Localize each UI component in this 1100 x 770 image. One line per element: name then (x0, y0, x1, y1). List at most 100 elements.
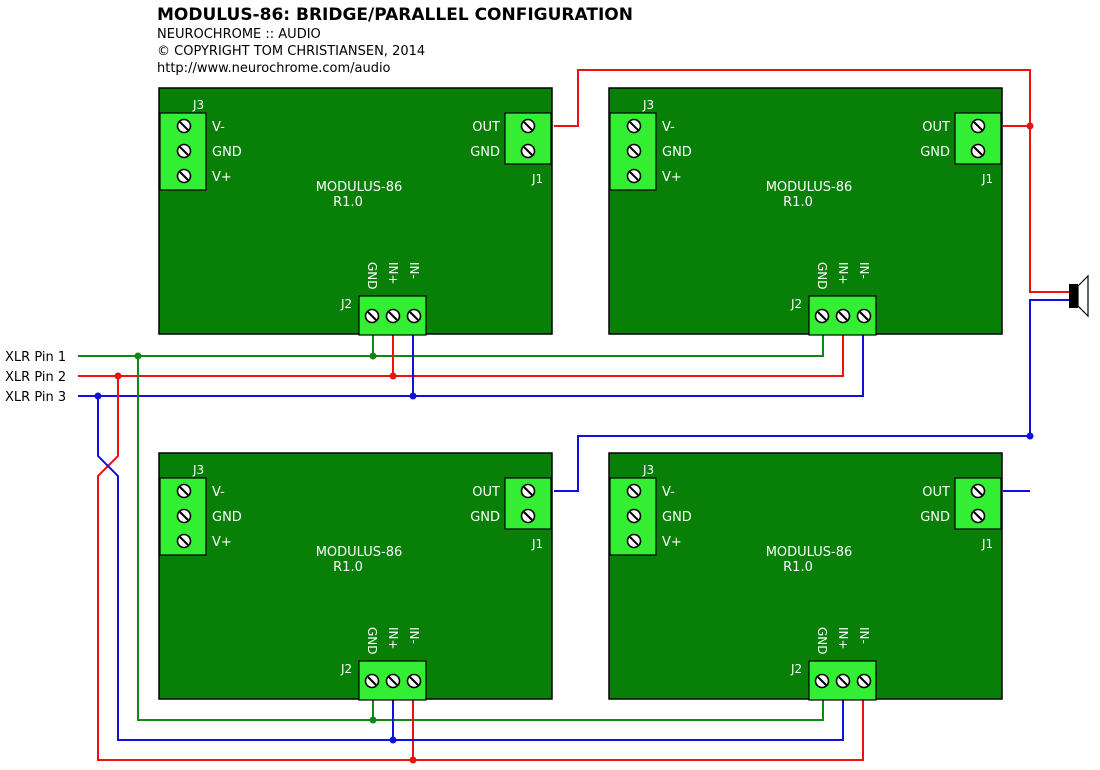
header: MODULUS-86: BRIDGE/PARALLEL CONFIGURATIO… (157, 4, 633, 77)
screw-slot (523, 146, 533, 156)
screw-slot (179, 511, 189, 521)
j1-pin-label: OUT (922, 120, 950, 135)
module-revision: R1.0 (333, 195, 363, 210)
screw-slot (859, 676, 869, 686)
speaker-icon (1069, 274, 1089, 318)
j2-label: J2 (790, 297, 802, 311)
j2-pin-label: IN- (857, 262, 871, 279)
j3-pin-label: V- (212, 120, 225, 135)
screw-slot (523, 486, 533, 496)
screw-slot (523, 121, 533, 131)
screw-slot (817, 676, 827, 686)
j3-label: J3 (192, 463, 204, 477)
screw-slot (409, 311, 419, 321)
board-pcb (158, 452, 553, 700)
screw-slot (388, 676, 398, 686)
j3-label: J3 (642, 98, 654, 112)
j1-pin-label: GND (920, 145, 950, 160)
j3-pin-label: V+ (212, 170, 232, 185)
j2-pin-label: IN- (857, 627, 871, 644)
j2-label: J2 (340, 297, 352, 311)
j1-pin-label: OUT (472, 120, 500, 135)
j1-pin-label: GND (470, 145, 500, 160)
module-name: MODULUS-86 (316, 545, 403, 560)
module-revision: R1.0 (783, 195, 813, 210)
j3-label: J3 (642, 463, 654, 477)
j3-pin-label: GND (662, 510, 692, 525)
screw-slot (523, 511, 533, 521)
screw-slot (388, 311, 398, 321)
j3-pin-label: GND (212, 145, 242, 160)
junction-dot (1026, 122, 1034, 130)
j2-pin-label: GND (815, 627, 829, 655)
board-pcb (608, 452, 1003, 700)
module-revision: R1.0 (333, 560, 363, 575)
company-name: NEUROCHROME :: AUDIO (157, 27, 321, 42)
wire-output-positive (554, 69, 1070, 293)
screw-slot (838, 676, 848, 686)
speaker-magnet (1069, 284, 1078, 308)
j1-label: J1 (981, 172, 993, 186)
j2-pin-label: GND (365, 262, 379, 290)
screw-slot (629, 146, 639, 156)
junction-dot (409, 756, 417, 764)
screw-slot (367, 311, 377, 321)
module-name: MODULUS-86 (766, 180, 853, 195)
wire-xlr-pin2-bottom (97, 376, 864, 761)
j2-pin-label: IN+ (836, 262, 850, 285)
j3-label: J3 (192, 98, 204, 112)
j3-pin-label: GND (662, 145, 692, 160)
screw-slot (179, 536, 189, 546)
wire-xlr-pin1-top (78, 335, 824, 357)
screw-slot (838, 311, 848, 321)
junction-dot (369, 352, 377, 360)
j1-pin-label: OUT (472, 485, 500, 500)
j3-pin-label: V- (662, 485, 675, 500)
screw-slot (179, 171, 189, 181)
screw-slot (367, 676, 377, 686)
screw-slot (629, 511, 639, 521)
j1-pin-label: GND (470, 510, 500, 525)
j3-pin-label: V- (212, 485, 225, 500)
xlr-pin-1-label: XLR Pin 1 (5, 350, 66, 365)
junction-dot (114, 372, 122, 380)
screw-slot (859, 311, 869, 321)
screw-slot (409, 676, 419, 686)
board-pcb (158, 87, 553, 335)
xlr-pin-3-label: XLR Pin 3 (5, 390, 66, 405)
junction-dot (389, 736, 397, 744)
j3-pin-label: V+ (212, 535, 232, 550)
junction-dot (409, 392, 417, 400)
j2-pin-label: GND (815, 262, 829, 290)
j1-pin-label: GND (920, 510, 950, 525)
screw-slot (973, 146, 983, 156)
j3-pin-label: V+ (662, 170, 682, 185)
screw-slot (973, 511, 983, 521)
wire-xlr-pin1-bottom (137, 356, 824, 721)
j1-label: J1 (531, 172, 543, 186)
junction-dot (1026, 432, 1034, 440)
wires (78, 69, 1070, 761)
screw-slot (179, 486, 189, 496)
wire-xlr-pin3-top (78, 335, 864, 397)
j2-label: J2 (790, 662, 802, 676)
screw-slot (179, 146, 189, 156)
module-name: MODULUS-86 (316, 180, 403, 195)
diagram-title: MODULUS-86: BRIDGE/PARALLEL CONFIGURATIO… (157, 5, 633, 25)
xlr-pin-2-label: XLR Pin 2 (5, 370, 66, 385)
j1-label: J1 (531, 537, 543, 551)
module-revision: R1.0 (783, 560, 813, 575)
junction-dot (369, 716, 377, 724)
screw-slot (629, 171, 639, 181)
j3-pin-label: V+ (662, 535, 682, 550)
copyright: © COPYRIGHT TOM CHRISTIANSEN, 2014 (157, 44, 426, 59)
screw-slot (179, 121, 189, 131)
junction-dot (94, 392, 102, 400)
junction-dot (389, 372, 397, 380)
j2-pin-label: IN+ (386, 262, 400, 285)
screw-slot (817, 311, 827, 321)
